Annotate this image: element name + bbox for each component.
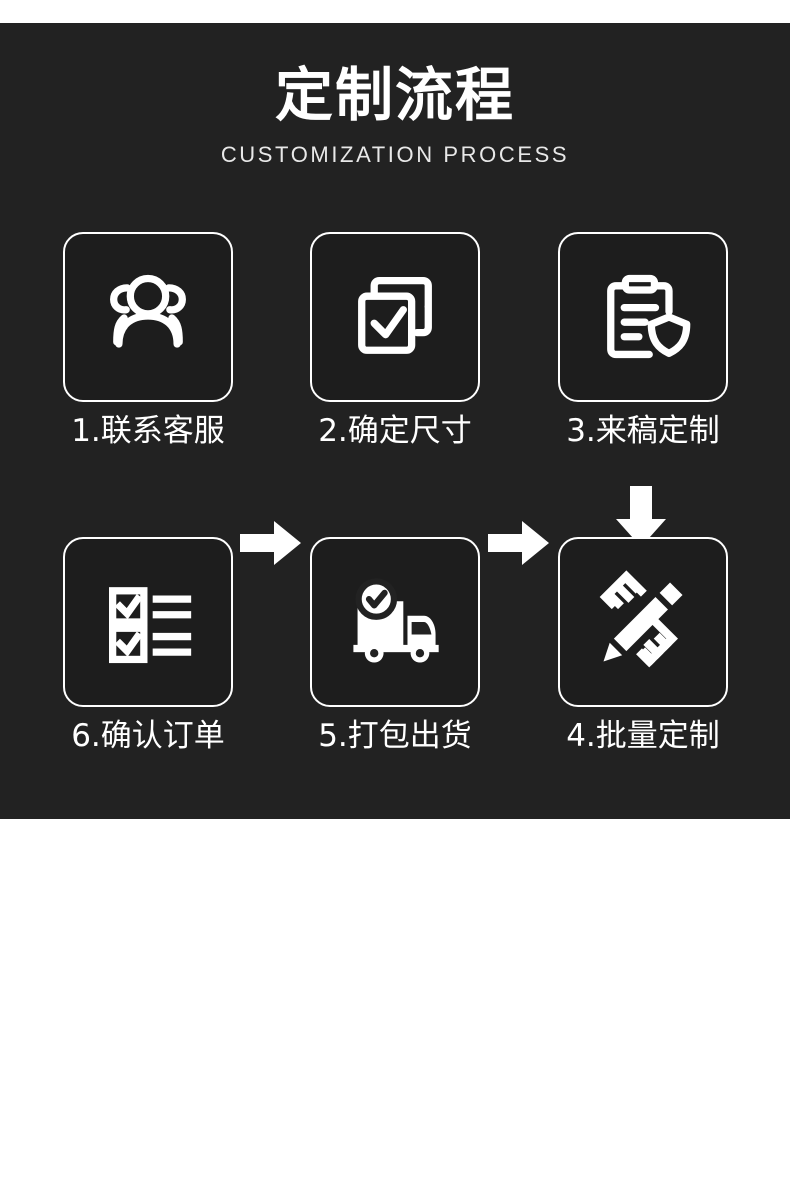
steps-row-top: 1.联系客服 2.确定尺寸	[0, 232, 790, 565]
arrow-step1-to-step2	[240, 519, 302, 567]
step-5-label: 5.打包出货	[318, 718, 472, 754]
steps-row-bottom: 6.确认订单	[0, 537, 790, 1176]
step-6-icon-box[interactable]	[63, 537, 233, 707]
arrow-step5-to-step6	[240, 1130, 302, 1178]
step-2-icon-box[interactable]	[310, 232, 480, 402]
step-4[interactable]: 4.批量定制	[548, 537, 738, 755]
arrow-step2-to-step3	[488, 519, 550, 567]
step-4-label: 4.批量定制	[566, 718, 720, 754]
page-heading: 定制流程 CUSTOMIZATION PROCESS	[0, 65, 790, 168]
clipboard-shield-icon	[591, 265, 695, 369]
step-3-icon-box[interactable]	[558, 232, 728, 402]
step-2[interactable]: 2.确定尺寸	[300, 232, 490, 450]
step-3-label: 3.来稿定制	[566, 413, 720, 449]
step-2-label: 2.确定尺寸	[318, 413, 472, 449]
step-1-label: 1.联系客服	[71, 413, 225, 449]
top-white-strip	[0, 0, 790, 23]
step-4-icon-box[interactable]	[558, 537, 728, 707]
step-6[interactable]: 6.确认订单	[53, 537, 243, 755]
page-title: 定制流程	[274, 61, 515, 129]
pencil-ruler-icon	[591, 570, 695, 674]
step-5-icon-box[interactable]	[310, 537, 480, 707]
page-subtitle: CUSTOMIZATION PROCESS	[220, 141, 570, 167]
step-1[interactable]: 1.联系客服	[53, 232, 243, 450]
people-group-icon	[96, 265, 200, 369]
step-6-label: 6.确认订单	[71, 718, 225, 754]
arrow-step4-to-step5	[488, 1130, 550, 1178]
checklist-icon	[96, 570, 200, 674]
copy-check-icon	[343, 265, 447, 369]
step-5[interactable]: 5.打包出货	[300, 537, 490, 755]
step-1-icon-box[interactable]	[63, 232, 233, 402]
dark-stage: 定制流程 CUSTOMIZATION PROCESS	[0, 23, 790, 1176]
arrow-step3-to-step4	[613, 486, 669, 548]
step-3[interactable]: 3.来稿定制	[548, 232, 738, 450]
delivery-truck-check-icon	[343, 570, 447, 674]
